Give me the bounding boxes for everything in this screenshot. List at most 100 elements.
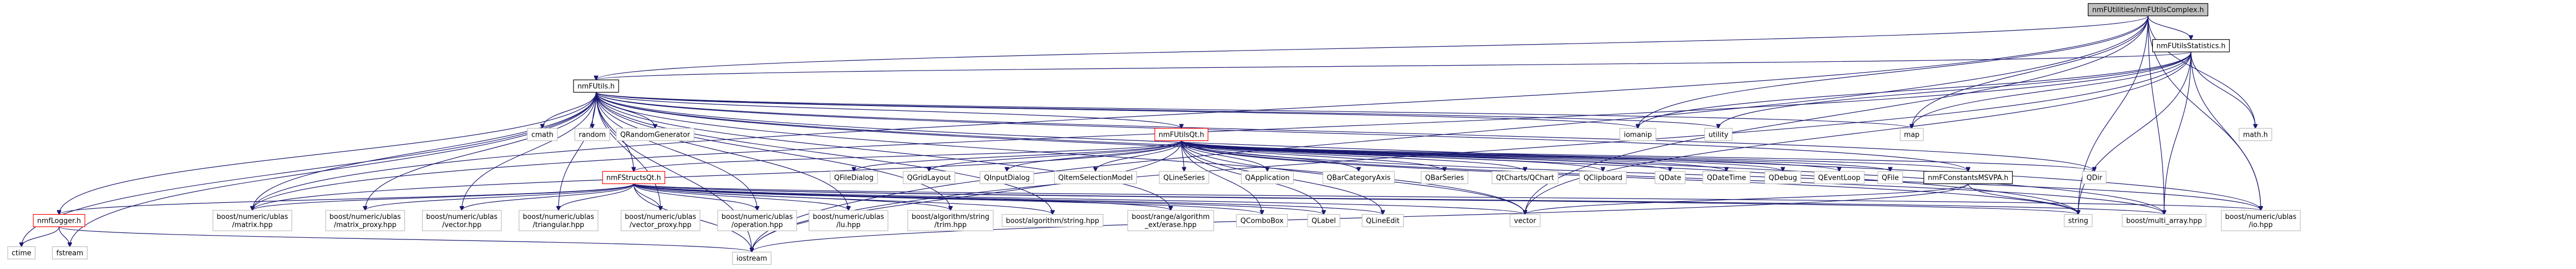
edge-stats-h-to-multi-array — [2164, 52, 2192, 215]
graph-node-qbarcategoryaxis: QBarCategoryAxis — [1322, 171, 1395, 185]
node-box — [325, 210, 405, 231]
edge-utilsqt-h-to-qcombobox — [1181, 140, 1262, 215]
graph-node-vector-hpp: boost/numeric/ublas/vector.hpp — [422, 210, 502, 231]
edge-utils-h-to-algstring-hpp — [596, 92, 1053, 215]
node-label: boost/numeric/ublas — [625, 213, 696, 221]
node-label: QRandomGenerator — [620, 131, 691, 139]
graph-node-trim-hpp: boost/algorithm/string/trim.hpp — [907, 210, 994, 231]
node-label: /io.hpp — [2249, 221, 2273, 229]
edge-structsqt-h-to-vector — [633, 183, 1525, 215]
node-box — [615, 128, 695, 141]
node-box — [1491, 171, 1559, 185]
edge-complex-h-to-stats-h — [2147, 16, 2191, 40]
node-label: QDir — [2086, 174, 2102, 182]
edge-logger-h-to-ctime — [21, 226, 60, 247]
node-box — [1877, 171, 1903, 185]
graph-node-utilsqt-h[interactable]: nmFUtilsQt.h — [1154, 128, 1209, 141]
edge-constants-h-to-string — [1968, 183, 2078, 215]
node-box — [1510, 214, 1541, 228]
graph-node-fstream: fstream — [52, 246, 88, 260]
edge-utils-h-to-fstream — [70, 92, 597, 247]
node-label: /triangular.hpp — [533, 221, 584, 229]
edge-utils-h-to-matrix-hpp — [252, 92, 597, 211]
node-box — [1127, 210, 1214, 231]
node-label: QtCharts/QChart — [1496, 174, 1554, 182]
node-label: nmFConstantsMSVPA.h — [1928, 174, 2008, 182]
node-box — [527, 128, 558, 141]
graph-node-stats-h[interactable]: nmFUtilsStatistics.h — [2152, 39, 2230, 53]
node-box — [830, 171, 878, 185]
graph-node-qcombobox: QComboBox — [1236, 214, 1288, 228]
node-box — [573, 79, 619, 93]
graph-node-iostream: iostream — [732, 251, 772, 265]
graph-node-qchart: QtCharts/QChart — [1491, 171, 1559, 185]
graph-node-triangular-hpp: boost/numeric/ublas/triangular.hpp — [518, 210, 599, 231]
node-box — [1923, 171, 2013, 185]
edge-complex-h-to-string — [2078, 16, 2149, 215]
edge-utilsqt-h-to-qitemselection — [1095, 140, 1182, 172]
graph-node-qclipboard: QClipboard — [1579, 171, 1627, 185]
node-box — [1420, 171, 1469, 185]
graph-node-qbarseries: QBarSeries — [1420, 171, 1469, 185]
graph-node-algstring-hpp: boost/algorithm/string.hpp — [1002, 214, 1104, 228]
edge-utilsqt-h-to-qeventloop — [1181, 140, 1839, 172]
graph-node-io-hpp: boost/numeric/ublas/io.hpp — [2221, 210, 2301, 231]
graph-node-vector-proxy-hpp: boost/numeric/ublas/vector_proxy.hpp — [620, 210, 701, 231]
graph-node-cmath: cmath — [527, 128, 558, 141]
graph-node-qlineedit: QLineEdit — [1361, 214, 1404, 228]
edge-utils-h-to-qdir — [596, 92, 2094, 172]
graph-node-logger-h[interactable]: nmfLogger.h — [33, 214, 85, 228]
graph-node-qinputdialog: QInputDialog — [979, 171, 1034, 185]
node-box — [1322, 171, 1395, 185]
edge-structsqt-h-to-lu-hpp — [633, 183, 848, 211]
node-label: nmFUtils.h — [577, 83, 614, 91]
graph-node-map: map — [1899, 128, 1924, 141]
edge-structsqt-h-to-qcombobox — [633, 183, 1262, 215]
node-box — [1579, 171, 1627, 185]
node-box — [2082, 171, 2107, 185]
node-label: nmFUtilsQt.h — [1159, 131, 1204, 139]
edge-structsqt-h-to-qlabel — [633, 183, 1324, 215]
node-label: boost/numeric/ublas — [217, 213, 288, 221]
node-label: QApplication — [1245, 174, 1290, 182]
edge-stats-h-to-io-hpp — [2190, 52, 2261, 211]
node-label: boost/numeric/ublas — [813, 213, 884, 221]
edge-structsqt-h-to-logger-h — [59, 183, 634, 215]
edge-utils-h-to-triangular-hpp — [558, 92, 597, 211]
edge-structsqt-h-to-triangular-hpp — [558, 183, 634, 211]
edge-complex-h-to-matrix-hpp — [252, 16, 2149, 211]
edge-utils-h-to-logger-h — [59, 92, 597, 215]
node-box — [602, 171, 665, 185]
edge-utils-h-to-utilsqt-h — [596, 92, 1181, 129]
graph-node-constants-h[interactable]: nmFConstantsMSVPA.h — [1923, 171, 2013, 185]
graph-node-qdebug: QDebug — [1764, 171, 1802, 185]
edge-complex-h-to-iostream — [752, 16, 2149, 252]
edge-stats-h-to-string — [2078, 52, 2192, 215]
graph-node-qfile: QFile — [1877, 171, 1903, 185]
node-label: QFile — [1882, 174, 1899, 182]
node-box — [1899, 128, 1924, 141]
edge-stats-h-to-vector — [1525, 52, 2192, 215]
edge-complex-h-to-omanip — [1638, 16, 2149, 129]
node-label: iomanip — [1624, 131, 1652, 139]
graph-node-erase-hpp: boost/range/algorithm_ext/erase.hpp — [1127, 210, 1214, 231]
edge-stats-h-to-map — [1912, 52, 2192, 129]
graph-node-utils-h[interactable]: nmFUtils.h — [573, 79, 619, 93]
edge-structsqt-h-to-vector-hpp — [462, 183, 634, 211]
node-label: boost/multi_array.hpp — [2126, 217, 2202, 225]
graph-node-structsqt-h[interactable]: nmFStructsQt.h — [602, 171, 665, 185]
node-label: QBarSeries — [1425, 174, 1464, 182]
node-label: /vector_proxy.hpp — [629, 221, 691, 229]
node-box — [903, 171, 955, 185]
node-label: utility — [1709, 131, 1729, 139]
edge-logger-h-to-iostream — [59, 226, 752, 252]
graph-node-random: random — [574, 128, 611, 141]
edge-utils-h-to-map — [596, 92, 1912, 129]
edge-stats-h-to-math-h — [2190, 52, 2255, 129]
graph-node-ctime: ctime — [7, 246, 36, 260]
node-box — [907, 210, 994, 231]
graph-node-complex-h[interactable]: nmFUtilities/nmFUtilsComplex.h — [2087, 3, 2209, 17]
edge-structsqt-h-to-qlineedit — [633, 183, 1383, 215]
node-label: boost/range/algorithm — [1131, 213, 1209, 221]
node-label: nmFUtilities/nmFUtilsComplex.h — [2092, 6, 2204, 15]
